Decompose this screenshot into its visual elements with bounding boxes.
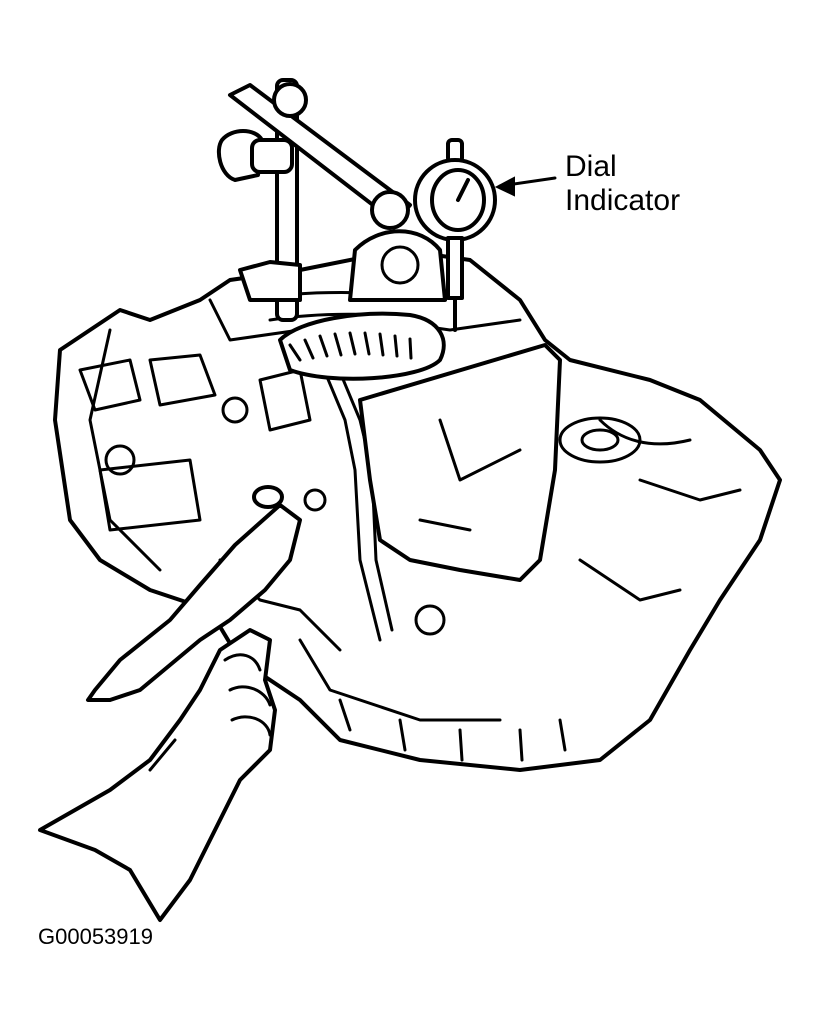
- hand-with-tool: [38, 485, 302, 922]
- dial-indicator-stand: [216, 78, 412, 322]
- figure-code: G00053919: [38, 924, 153, 949]
- dial-indicator-leader: [494, 176, 557, 197]
- gear-assembly: [278, 229, 447, 381]
- callout-indicator: Indicator: [565, 184, 680, 217]
- dial-indicator-gauge: [413, 138, 497, 332]
- valve-body-cover: [358, 343, 562, 582]
- callout-dial: Dial: [565, 150, 617, 183]
